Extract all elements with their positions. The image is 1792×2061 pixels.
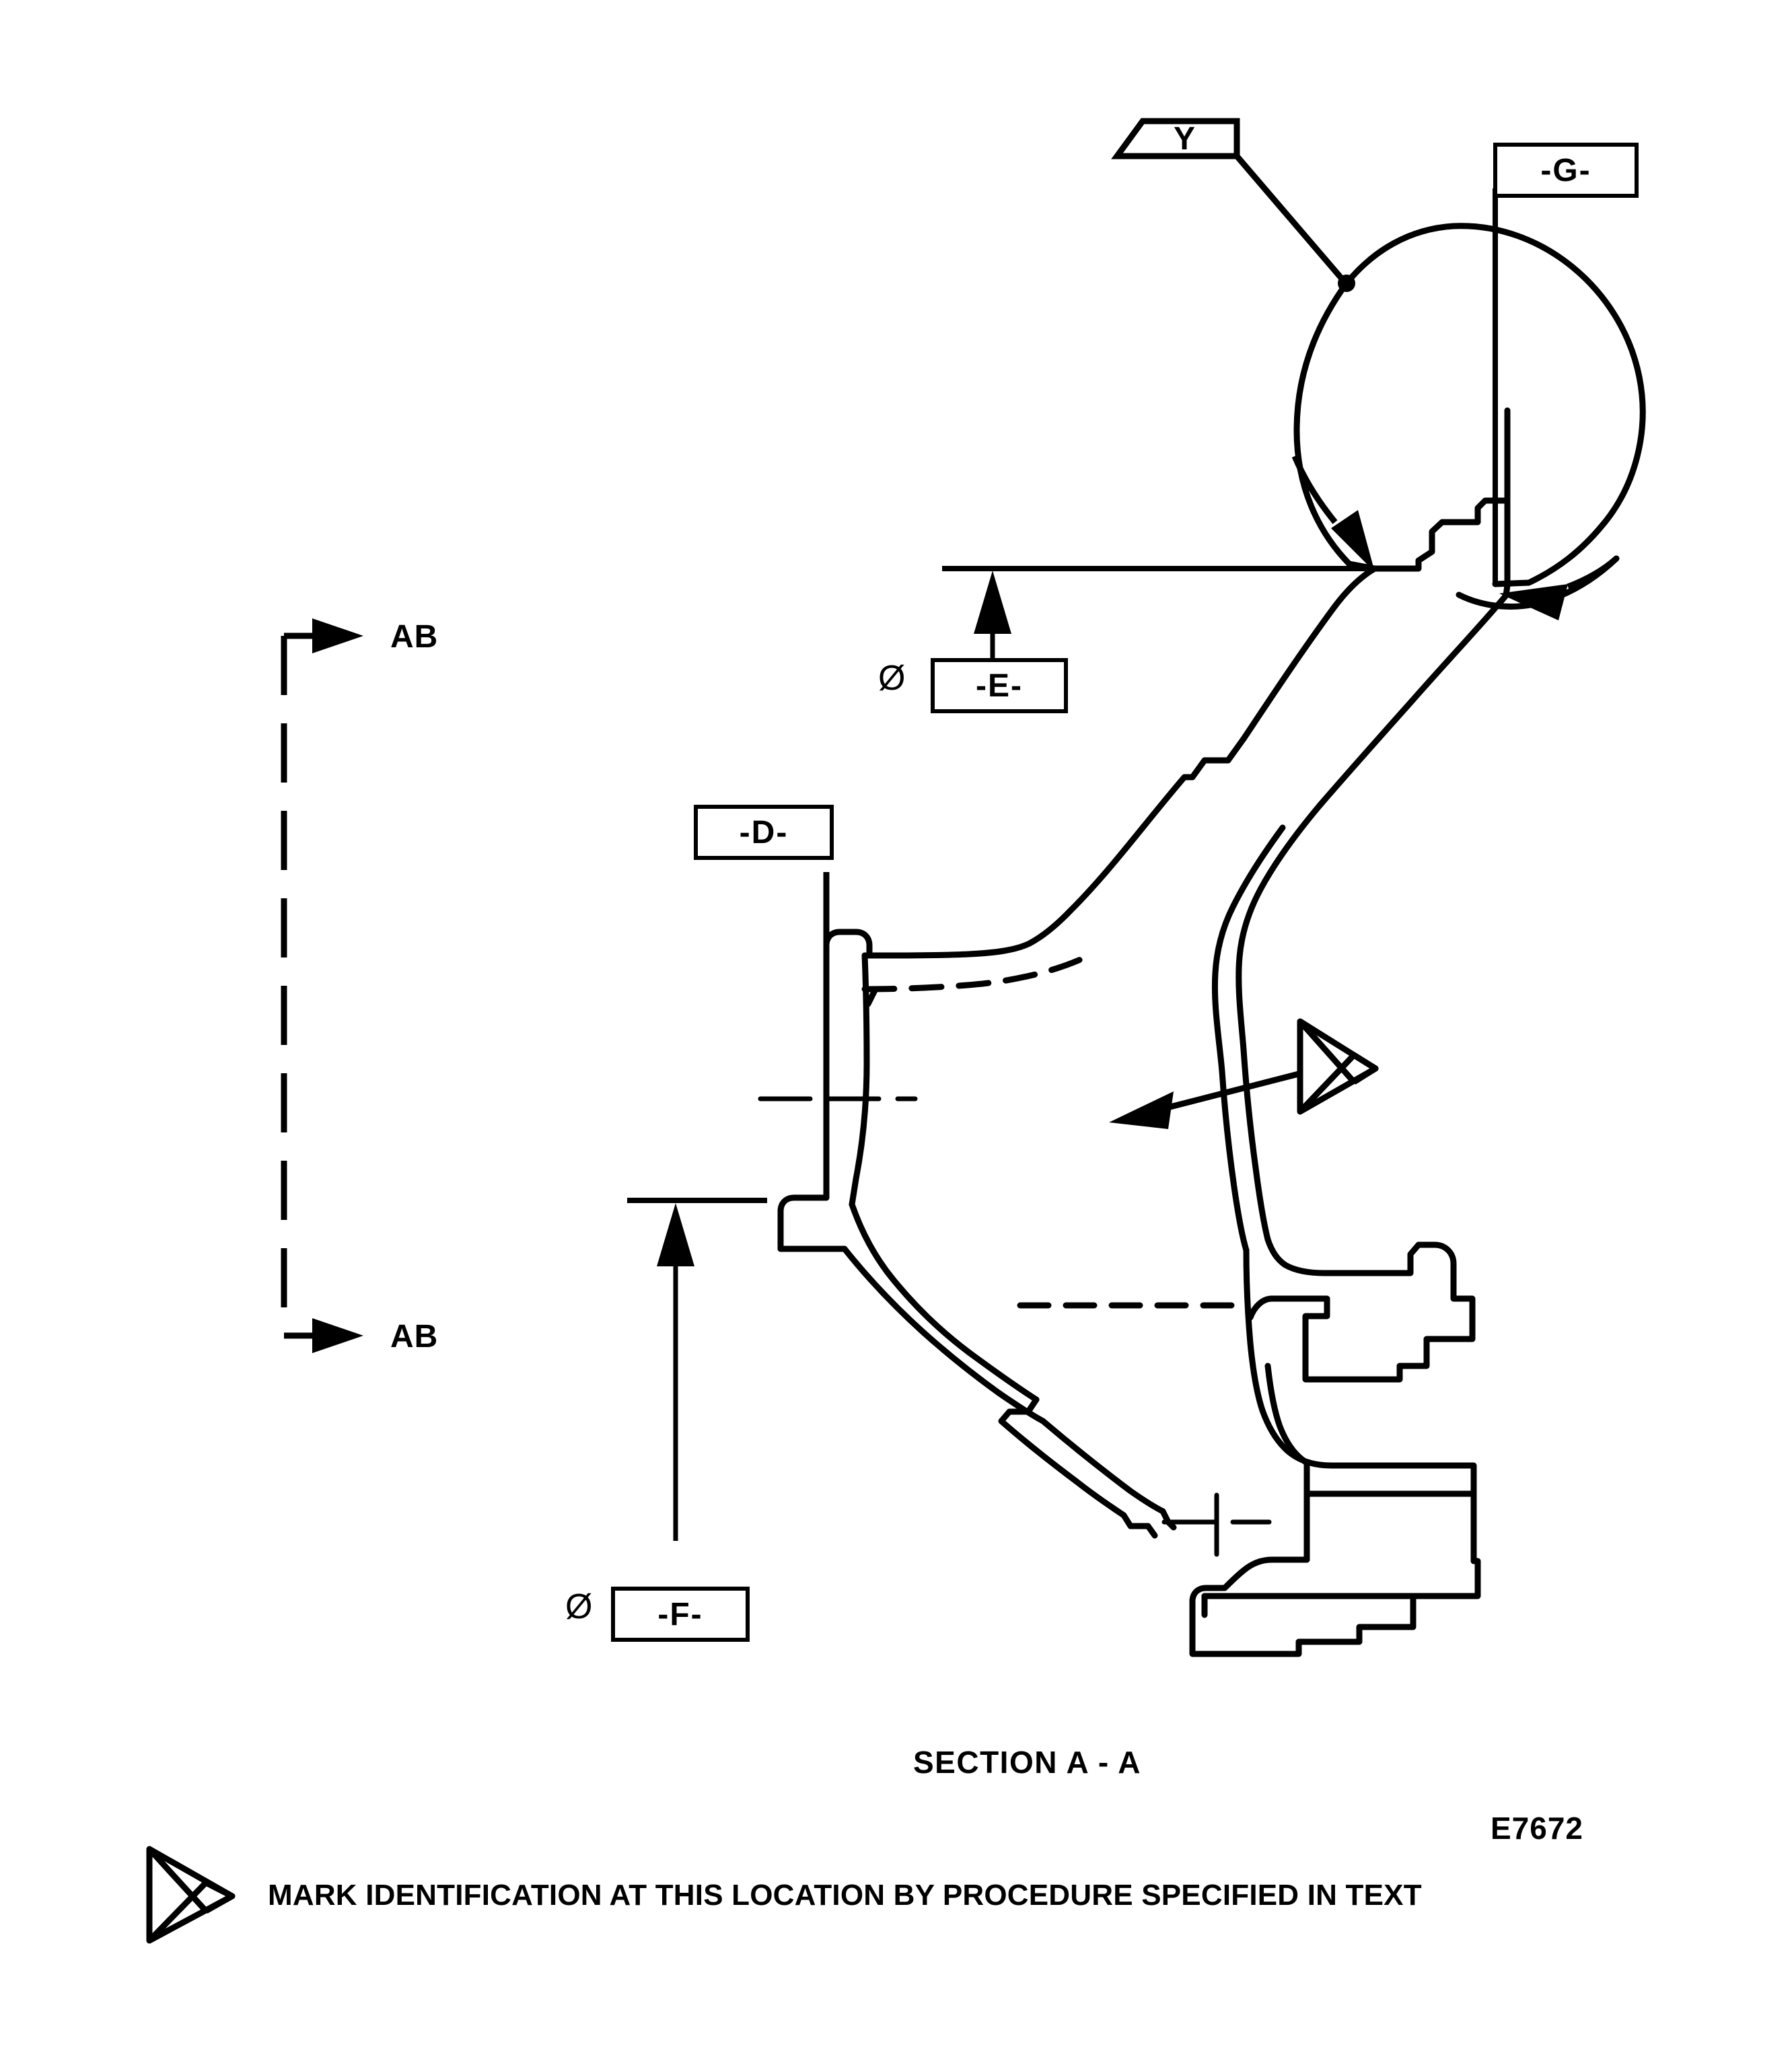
datum-f-leader [627, 1198, 767, 1541]
section-marker-ab-top-label: AB [390, 619, 439, 655]
diameter-symbol-f: Ø [565, 1587, 593, 1626]
datum-d-box[interactable]: -D- [694, 805, 834, 860]
datum-g-box[interactable]: -G- [1493, 143, 1639, 198]
part-profile-arrow [1291, 455, 1375, 572]
drawing-number: E7672 [1491, 1811, 1584, 1846]
section-marker-ab-bottom-label: AB [390, 1319, 439, 1354]
datum-e-box[interactable]: -E- [931, 658, 1068, 713]
flag-mark-callout-shape [1297, 1018, 1379, 1115]
flag-y-leader [1234, 154, 1355, 292]
flag-y-shape [1111, 118, 1240, 159]
part-outline [758, 223, 1646, 1657]
diameter-symbol-e: Ø [878, 659, 906, 698]
datum-f-box[interactable]: -F- [611, 1587, 750, 1642]
flag-y-label[interactable]: Y [1173, 120, 1195, 157]
flag-mark-legend-shape [146, 1846, 236, 1944]
mark-identification-note: MARK IDENTIFICATION AT THIS LOCATION BY … [268, 1879, 1422, 1912]
page-title: SECTION A - A [913, 1745, 1141, 1780]
flag-mark-callout-leader [1109, 1071, 1300, 1129]
section-line-ab [281, 618, 363, 1353]
